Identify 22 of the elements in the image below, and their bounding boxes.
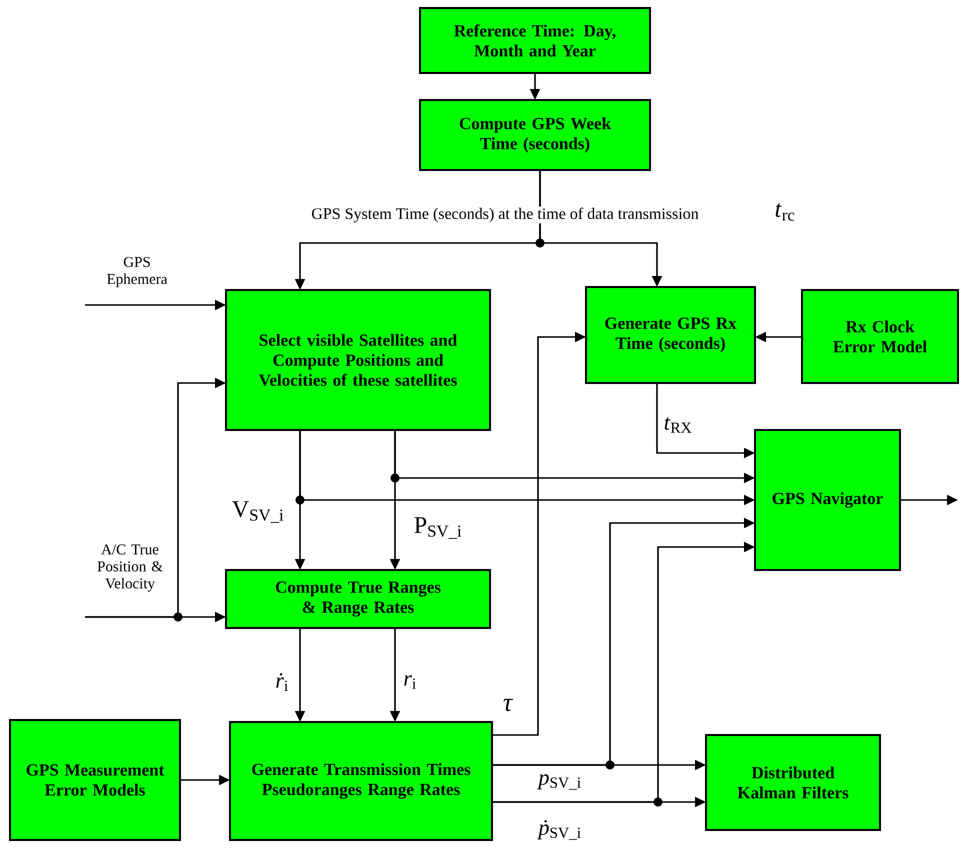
edge-label: P$_{SV_i}$ (414, 517, 462, 539)
note-text: GPS System Time (seconds) at the time of data transmission (310, 206, 700, 224)
edge-label: ṗ$_{SV_i}$ (537, 820, 581, 840)
note-text: t$_{rc}$ (776, 203, 794, 221)
process-box: Distributed Kalman Filters (705, 734, 881, 831)
edge-label: t$_{RX}$ (664, 417, 692, 433)
edge-label: V$_{SV_i}$ (232, 501, 284, 523)
process-box: Select visible Satellites and Compute Positions and Velocities of these satellites (225, 289, 491, 431)
edge-label: A/C True Position & Velocity (98, 544, 163, 592)
process-box: Generate GPS Rx Time (seconds) (585, 286, 756, 384)
process-box: GPS Navigator (754, 429, 901, 571)
process-box: Rx Clock Error Model (801, 289, 959, 384)
process-box: Compute True Ranges & Range Rates (225, 569, 491, 629)
edge-label: r$_{i}$ (404, 675, 416, 689)
process-box: Compute GPS Week Time (seconds) (419, 99, 651, 171)
edge-label: p$_{SV_i}$ (537, 774, 581, 790)
process-box: Generate Transmission Times Pseudoranges Range Rates (229, 721, 493, 841)
edge-label: GPS Ephemera (107, 256, 168, 288)
process-box: Reference Time: Day, Month and Year (419, 7, 651, 74)
edge-label: τ (504, 698, 514, 712)
edge-label: ṙ$_{i}$ (276, 673, 288, 691)
process-box: GPS Measurement Error Models (9, 719, 181, 841)
